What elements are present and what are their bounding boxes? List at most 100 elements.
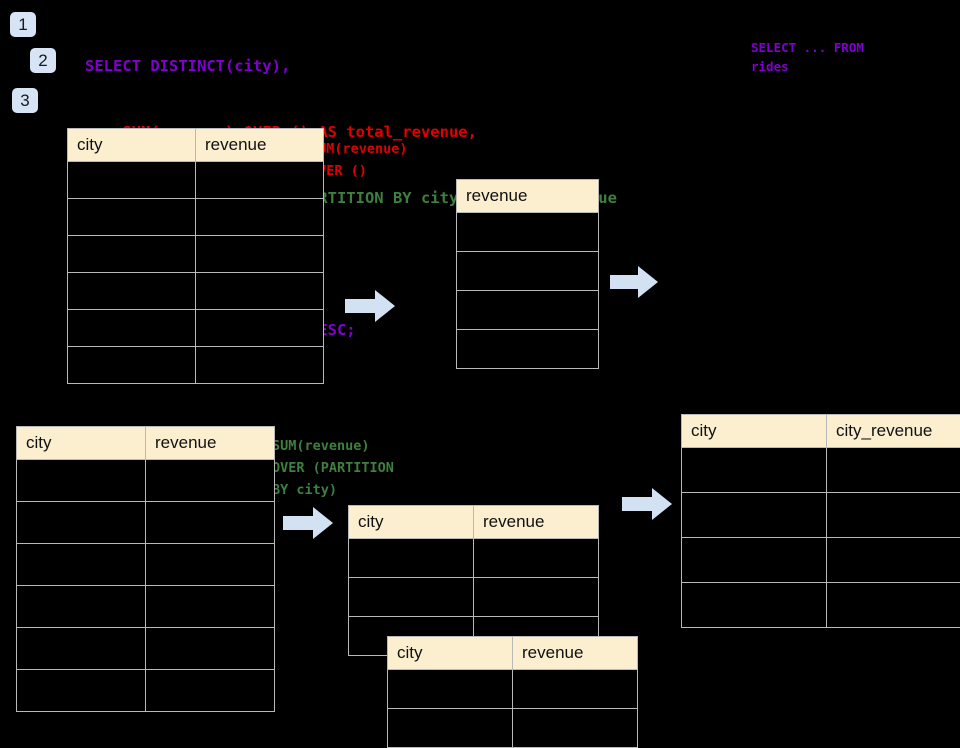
- table-row: [17, 670, 275, 712]
- annotation-select-from: SELECT ... FROM rides: [751, 38, 864, 76]
- table-row: [457, 213, 599, 252]
- column-header-city: city: [68, 129, 196, 162]
- table-row: [68, 199, 324, 236]
- partition-table-b: city revenue: [387, 636, 638, 748]
- cell-city: [682, 448, 827, 493]
- cell-revenue: [457, 330, 599, 369]
- table-row: [68, 162, 324, 199]
- cell-city: [68, 199, 196, 236]
- cell-revenue: [513, 670, 638, 709]
- cell-revenue: [146, 628, 275, 670]
- cell-revenue: [457, 291, 599, 330]
- table-header-row: revenue: [457, 180, 599, 213]
- cell-revenue: [146, 502, 275, 544]
- table-header-row: city revenue: [68, 129, 324, 162]
- step-badge-2[interactable]: 2: [30, 48, 56, 73]
- cell-city: [682, 583, 827, 628]
- step-badge-1-label: 1: [18, 16, 27, 33]
- cell-revenue: [457, 213, 599, 252]
- table-row: [457, 252, 599, 291]
- table-row: [388, 709, 638, 748]
- arrow-total-to-result: [610, 265, 658, 299]
- step-badge-3[interactable]: 3: [12, 88, 38, 113]
- table-header-row: city revenue: [17, 427, 275, 460]
- cell-revenue: [196, 162, 324, 199]
- cell-city: [17, 544, 146, 586]
- total-revenue-table: revenue: [456, 179, 599, 369]
- cell-revenue: [457, 252, 599, 291]
- column-header-city: city: [17, 427, 146, 460]
- sql-line-1: SELECT DISTINCT(city),: [85, 55, 617, 77]
- cell-city: [68, 162, 196, 199]
- cell-city: [17, 628, 146, 670]
- column-header-revenue: revenue: [146, 427, 275, 460]
- table-row: [68, 310, 324, 347]
- cell-revenue: [196, 273, 324, 310]
- source-table-top: city revenue: [67, 128, 324, 384]
- cell-city: [388, 670, 513, 709]
- source-table-bottom: city revenue: [16, 426, 275, 712]
- table-row: [17, 460, 275, 502]
- cell-city: [17, 502, 146, 544]
- cell-city: [388, 709, 513, 748]
- arrow-source-to-total: [345, 288, 395, 324]
- table-row: [682, 538, 960, 583]
- table-row: [17, 628, 275, 670]
- step-badge-2-label: 2: [38, 52, 47, 69]
- table-header-row: city city_revenue: [682, 415, 960, 448]
- cell-revenue: [196, 347, 324, 384]
- column-header-revenue: revenue: [513, 637, 638, 670]
- table-row: [68, 347, 324, 384]
- column-header-revenue: revenue: [196, 129, 324, 162]
- table-row: [17, 502, 275, 544]
- cell-city: [349, 539, 474, 578]
- cell-city: [68, 273, 196, 310]
- cell-city: [68, 236, 196, 273]
- table-row: [682, 493, 960, 538]
- cell-revenue: [146, 460, 275, 502]
- table-header-row: city revenue: [388, 637, 638, 670]
- column-header-city: city: [682, 415, 827, 448]
- cell-city-revenue: [827, 538, 960, 583]
- table-row: [457, 291, 599, 330]
- cell-city: [68, 310, 196, 347]
- table-row: [68, 236, 324, 273]
- cell-city: [68, 347, 196, 384]
- partition-table-a: city revenue: [348, 505, 599, 656]
- cell-revenue: [196, 310, 324, 347]
- column-header-city-revenue: city_revenue: [827, 415, 960, 448]
- column-header-revenue: revenue: [457, 180, 599, 213]
- table-row: [682, 448, 960, 493]
- column-header-revenue: revenue: [474, 506, 599, 539]
- cell-city-revenue: [827, 583, 960, 628]
- cell-revenue: [196, 236, 324, 273]
- cell-city: [682, 493, 827, 538]
- cell-revenue: [146, 670, 275, 712]
- arrow-source-to-partition: [283, 506, 333, 540]
- step-badge-1[interactable]: 1: [10, 12, 36, 37]
- table-row: [349, 578, 599, 617]
- step-badge-3-label: 3: [20, 92, 29, 109]
- cell-city: [17, 670, 146, 712]
- cell-revenue: [474, 539, 599, 578]
- cell-revenue: [474, 578, 599, 617]
- table-row: [68, 273, 324, 310]
- cell-revenue: [146, 586, 275, 628]
- table-row: [388, 670, 638, 709]
- cell-revenue: [513, 709, 638, 748]
- cell-city: [17, 586, 146, 628]
- table-header-row: city revenue: [349, 506, 599, 539]
- table-row: [17, 544, 275, 586]
- column-header-city: city: [349, 506, 474, 539]
- annotation-sum-over-empty: SUM(revenue) OVER (): [310, 138, 408, 182]
- annotation-sum-over-partition: SUM(revenue) OVER (PARTITION BY city): [272, 435, 394, 501]
- cell-revenue: [196, 199, 324, 236]
- table-row: [349, 539, 599, 578]
- result-table: city city_revenue: [681, 414, 960, 628]
- cell-revenue: [146, 544, 275, 586]
- cell-city-revenue: [827, 448, 960, 493]
- cell-city: [349, 578, 474, 617]
- table-row: [457, 330, 599, 369]
- cell-city: [682, 538, 827, 583]
- diagram-canvas: 1 2 3 SELECT DISTINCT(city), SUM(revenue…: [0, 0, 960, 720]
